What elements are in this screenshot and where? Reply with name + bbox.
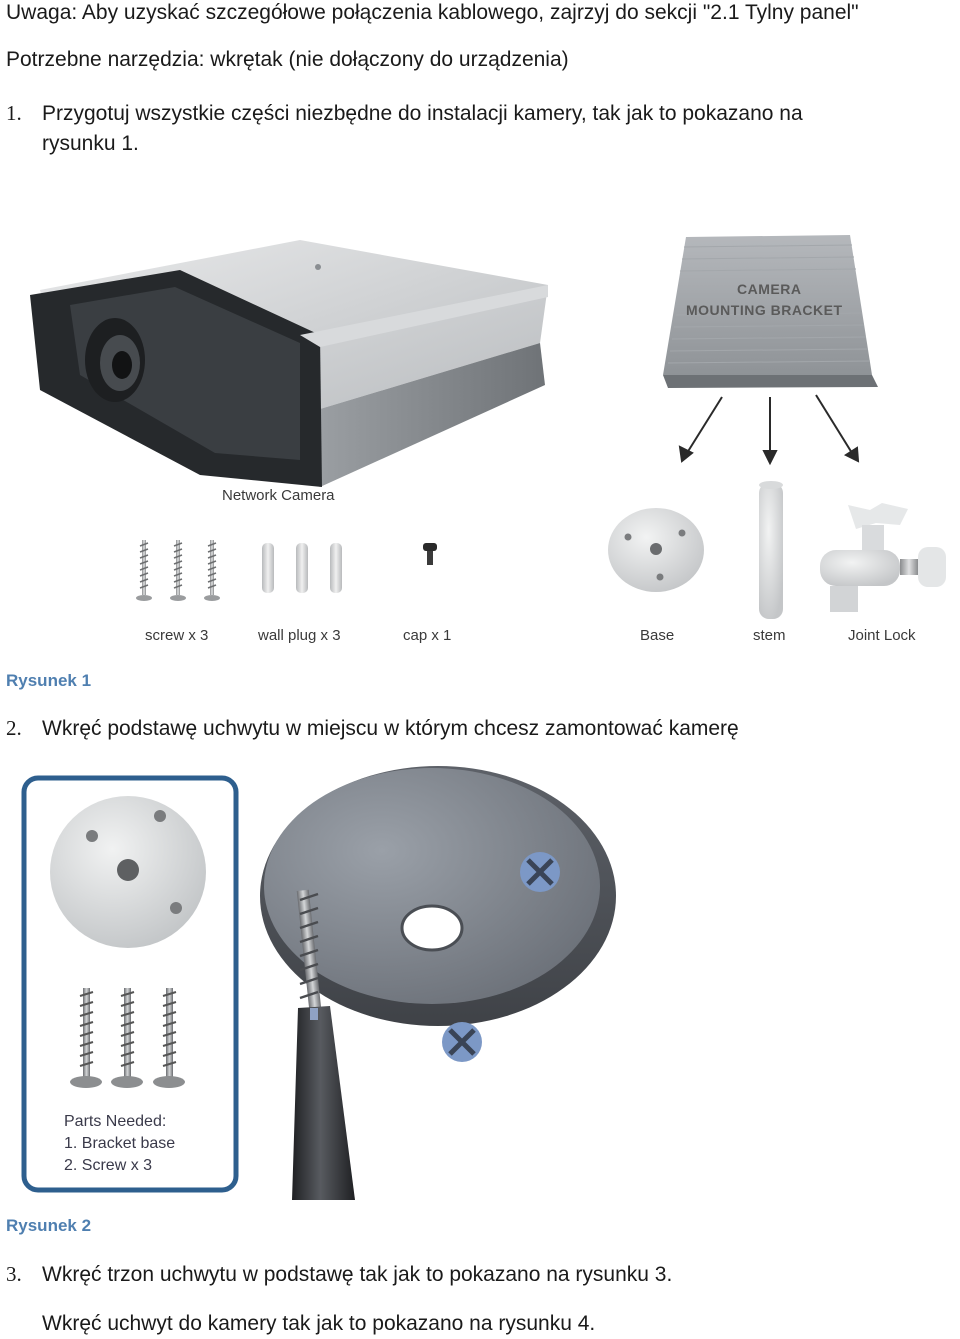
network-camera-image	[30, 240, 548, 487]
label-base: Base	[640, 627, 674, 644]
label-screw: screw x 3	[145, 627, 208, 644]
step-number: 2.	[6, 716, 22, 740]
arrows	[678, 394, 860, 466]
warning-note: Uwaga: Aby uzyskać szczegółowe połączeni…	[6, 1, 859, 24]
parts-title: Parts Needed:	[64, 1113, 166, 1130]
screwdriver	[292, 1006, 355, 1200]
base-mounting-photo	[260, 766, 616, 1200]
label-wall-plug: wall plug x 3	[257, 627, 341, 644]
step-text: Przygotuj wszystkie części niezbędne do …	[42, 102, 803, 125]
step-4: Wkręć uchwyt do kamery tak jak to pokaza…	[6, 1309, 595, 1339]
step-1: 1. Przygotuj wszystkie części niezbędne d…	[6, 98, 803, 159]
box-text-line1: CAMERA	[737, 281, 801, 297]
step-2: 2. Wkręć podstawę uchwytu w miejscu w któ…	[6, 713, 739, 744]
step-text: Wkręć podstawę uchwytu w miejscu w który…	[42, 717, 739, 740]
wall-plugs-image	[262, 543, 342, 593]
step-number: 1.	[6, 101, 22, 125]
screw-being-driven	[296, 889, 322, 1011]
label-cap: cap x 1	[403, 627, 451, 644]
figure-1-parts-illustration: Network Camera CAMERA MOUNTING BRACKET	[30, 235, 946, 644]
figure-1-caption: Rysunek 1	[6, 671, 92, 690]
parts-needed-panel: Parts Needed: 1. Bracket base 2. Screw x…	[21, 775, 239, 1193]
base-image	[608, 508, 704, 592]
screws-image	[136, 540, 220, 601]
figure-2-base-mounting-illustration: Parts Needed: 1. Bracket base 2. Screw x…	[21, 766, 616, 1200]
step-text-continuation: rysunku 1.	[42, 132, 139, 155]
step-text: Wkręć uchwyt do kamery tak jak to pokaza…	[42, 1312, 596, 1335]
label-joint-lock: Joint Lock	[848, 627, 916, 644]
box-text-line2: MOUNTING BRACKET	[686, 302, 843, 318]
bracket-box-image: CAMERA MOUNTING BRACKET	[663, 235, 878, 388]
stem-image	[759, 481, 783, 619]
parts-item-2: 2. Screw x 3	[64, 1157, 152, 1174]
step-number: 3.	[6, 1262, 22, 1286]
step-3: 3. Wkręć trzon uchwytu w podstawę tak jak…	[6, 1259, 672, 1290]
step-text: Wkręć trzon uchwytu w podstawę tak jak t…	[42, 1263, 673, 1286]
screw-head-top	[520, 852, 560, 892]
parts-item-1: 1. Bracket base	[64, 1135, 175, 1152]
label-network-camera: Network Camera	[222, 487, 335, 504]
tools-needed: Potrzebne narzędzia: wkrętak (nie dołącz…	[6, 48, 569, 71]
label-stem: stem	[753, 627, 786, 644]
screw-head-bottom	[442, 1022, 482, 1062]
figure-2-caption: Rysunek 2	[6, 1216, 92, 1235]
joint-lock-image	[820, 503, 946, 612]
cap-image	[423, 543, 437, 565]
